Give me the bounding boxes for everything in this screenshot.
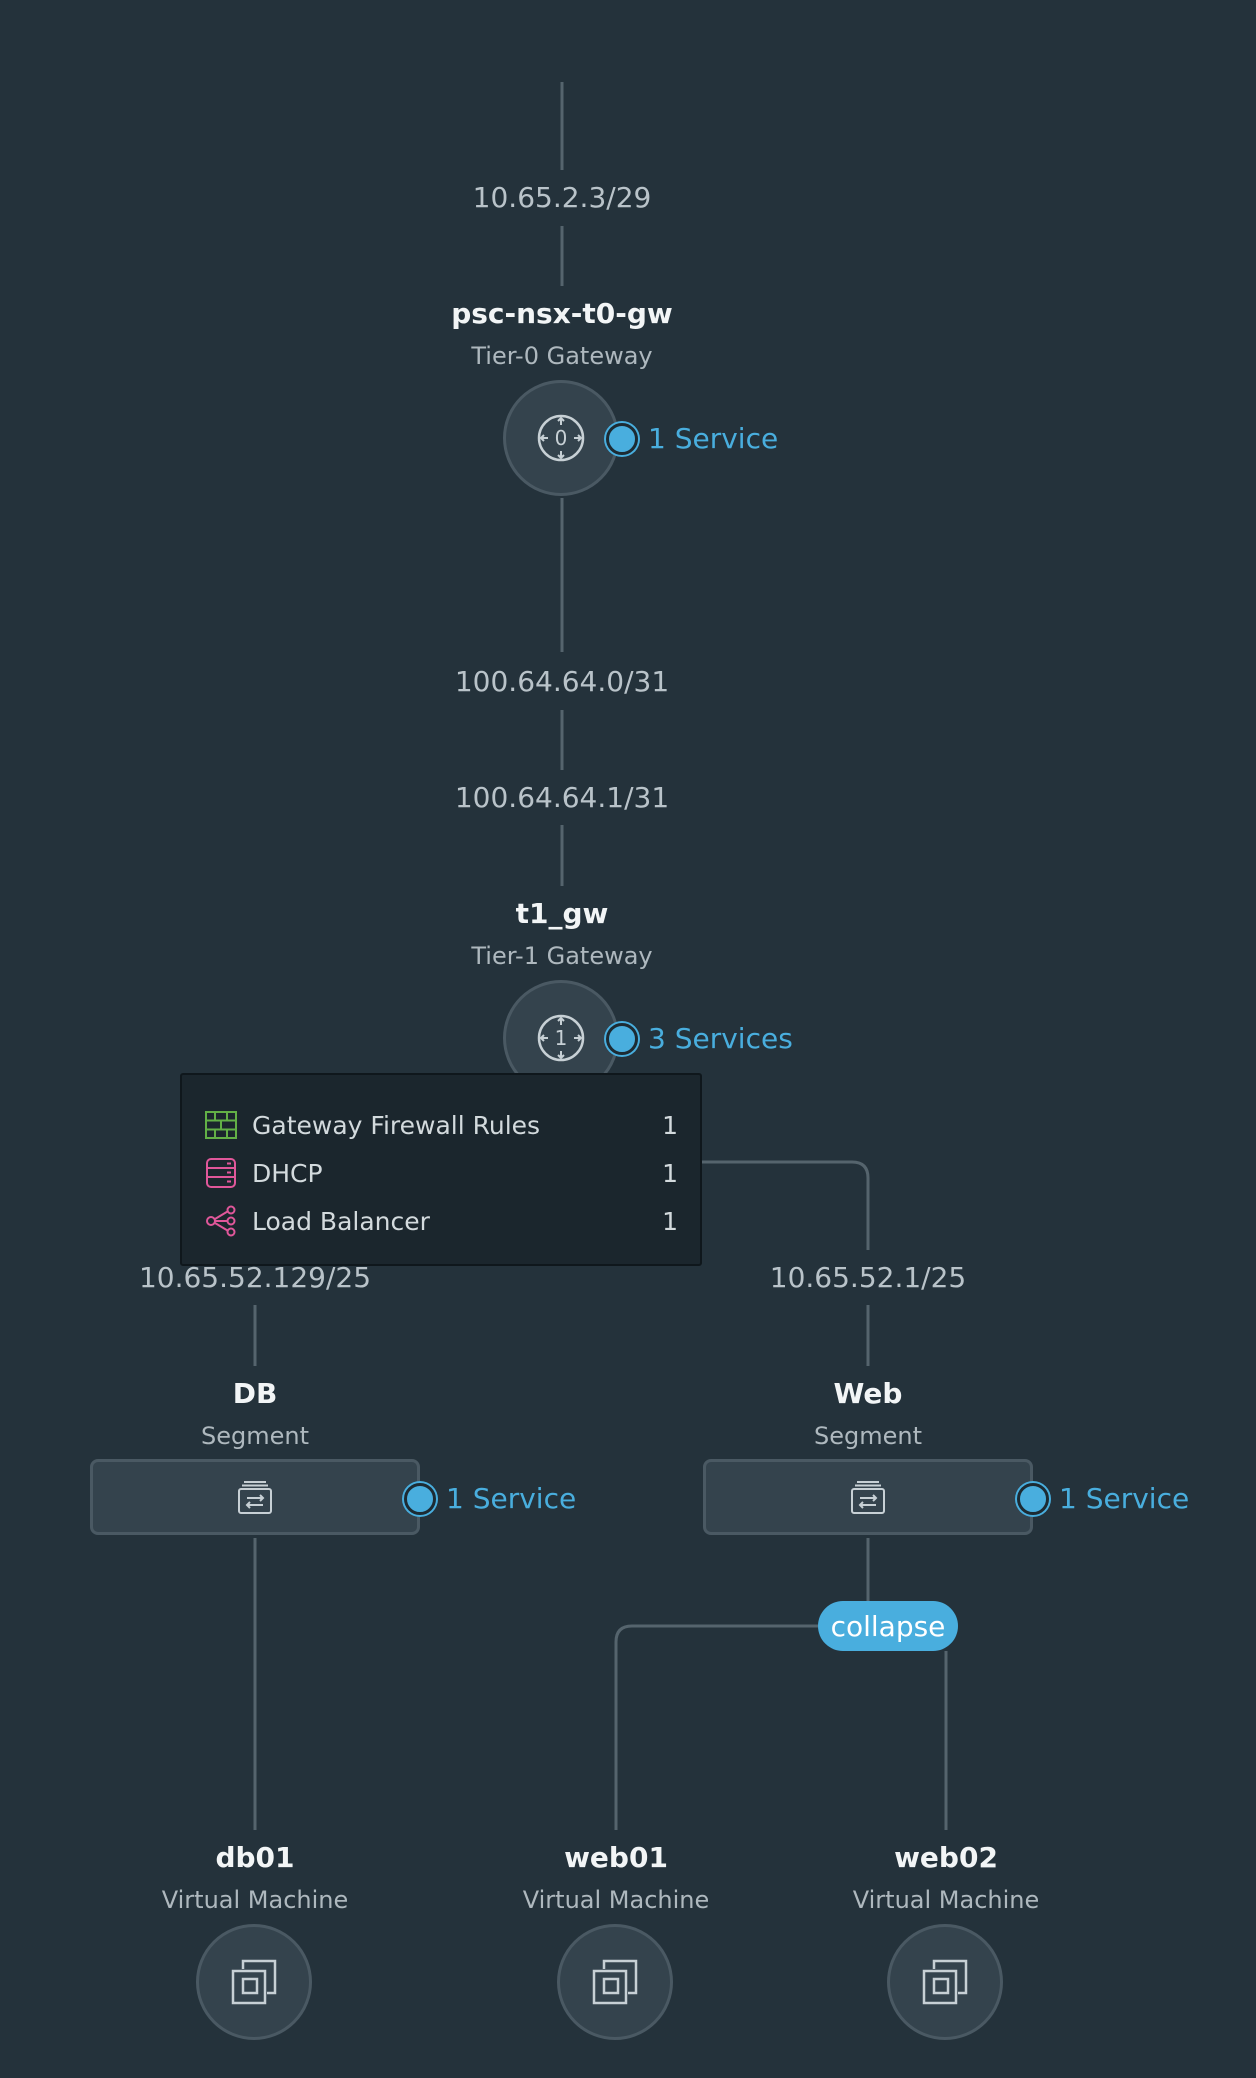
vm-web02-node[interactable]: [887, 1924, 1003, 2040]
db-segment-services-label: 1 Service: [446, 1482, 577, 1515]
service-indicator-icon: [606, 422, 638, 455]
db-segment-node[interactable]: [90, 1459, 420, 1535]
vm-web01-type: Virtual Machine: [522, 1886, 710, 1914]
tooltip-row-label: DHCP: [252, 1158, 323, 1188]
db-segment-services[interactable]: 1 Service: [404, 1482, 576, 1515]
db-segment-ip: 10.65.52.129/25: [138, 1261, 372, 1294]
web-segment-type: Segment: [814, 1422, 922, 1450]
tooltip-row-firewall[interactable]: Gateway Firewall Rules 1: [204, 1108, 678, 1142]
collapse-button[interactable]: collapse: [818, 1601, 958, 1651]
svg-text:0: 0: [555, 426, 568, 450]
virtual-machine-icon: [231, 1959, 277, 2005]
tier0-router-icon: 0: [537, 414, 585, 462]
web-segment-node[interactable]: [703, 1459, 1033, 1535]
t0-services[interactable]: 1 Service: [606, 422, 778, 455]
t0-uplink-ip: 10.65.2.3/29: [472, 181, 652, 214]
t0-downlink-ip: 100.64.64.0/31: [454, 665, 670, 698]
web-segment-services[interactable]: 1 Service: [1017, 1482, 1189, 1515]
db-segment-name[interactable]: DB: [232, 1377, 278, 1410]
tooltip-row-label: Load Balancer: [252, 1206, 430, 1236]
service-indicator-icon: [404, 1482, 436, 1515]
segment-icon: [851, 1481, 885, 1514]
tooltip-row-label: Gateway Firewall Rules: [252, 1110, 541, 1140]
service-indicator-icon: [606, 1022, 638, 1055]
service-indicator-icon: [1017, 1482, 1049, 1515]
vm-web01-name[interactable]: web01: [564, 1841, 668, 1874]
web-segment-ip: 10.65.52.1/25: [769, 1261, 967, 1294]
tooltip-row-count: 1: [662, 1110, 678, 1140]
tooltip-row-dhcp[interactable]: DHCP 1: [204, 1156, 678, 1190]
svg-text:1: 1: [555, 1026, 568, 1050]
vm-db01-type: Virtual Machine: [161, 1886, 349, 1914]
t0-name[interactable]: psc-nsx-t0-gw: [451, 297, 673, 330]
vm-web02-type: Virtual Machine: [852, 1886, 1040, 1914]
vm-db01-name[interactable]: db01: [215, 1841, 295, 1874]
t0-services-label: 1 Service: [648, 422, 779, 455]
tooltip-row-count: 1: [662, 1206, 678, 1236]
t1-services[interactable]: 3 Services: [606, 1022, 793, 1055]
db-segment-type: Segment: [201, 1422, 309, 1450]
virtual-machine-icon: [922, 1959, 968, 2005]
load-balancer-icon: [204, 1204, 238, 1238]
web-segment-services-label: 1 Service: [1059, 1482, 1190, 1515]
t1-services-label: 3 Services: [648, 1022, 793, 1055]
t1-type: Tier-1 Gateway: [471, 942, 653, 970]
segment-icon: [238, 1481, 272, 1514]
dhcp-icon: [204, 1156, 238, 1190]
t0-type: Tier-0 Gateway: [471, 342, 653, 370]
t0-node[interactable]: 0: [503, 380, 619, 496]
web-segment-name[interactable]: Web: [833, 1377, 903, 1410]
tier1-router-icon: 1: [537, 1014, 585, 1062]
firewall-icon: [204, 1108, 238, 1142]
tooltip-row-load-balancer[interactable]: Load Balancer 1: [204, 1204, 678, 1238]
tooltip-row-count: 1: [662, 1158, 678, 1188]
t1-name[interactable]: t1_gw: [515, 897, 609, 930]
t1-uplink-ip: 100.64.64.1/31: [454, 781, 670, 814]
vm-web02-name[interactable]: web02: [894, 1841, 998, 1874]
vm-db01-node[interactable]: [196, 1924, 312, 2040]
virtual-machine-icon: [592, 1959, 638, 2005]
services-tooltip: Gateway Firewall Rules 1 DHCP 1: [180, 1073, 702, 1266]
vm-web01-node[interactable]: [557, 1924, 673, 2040]
